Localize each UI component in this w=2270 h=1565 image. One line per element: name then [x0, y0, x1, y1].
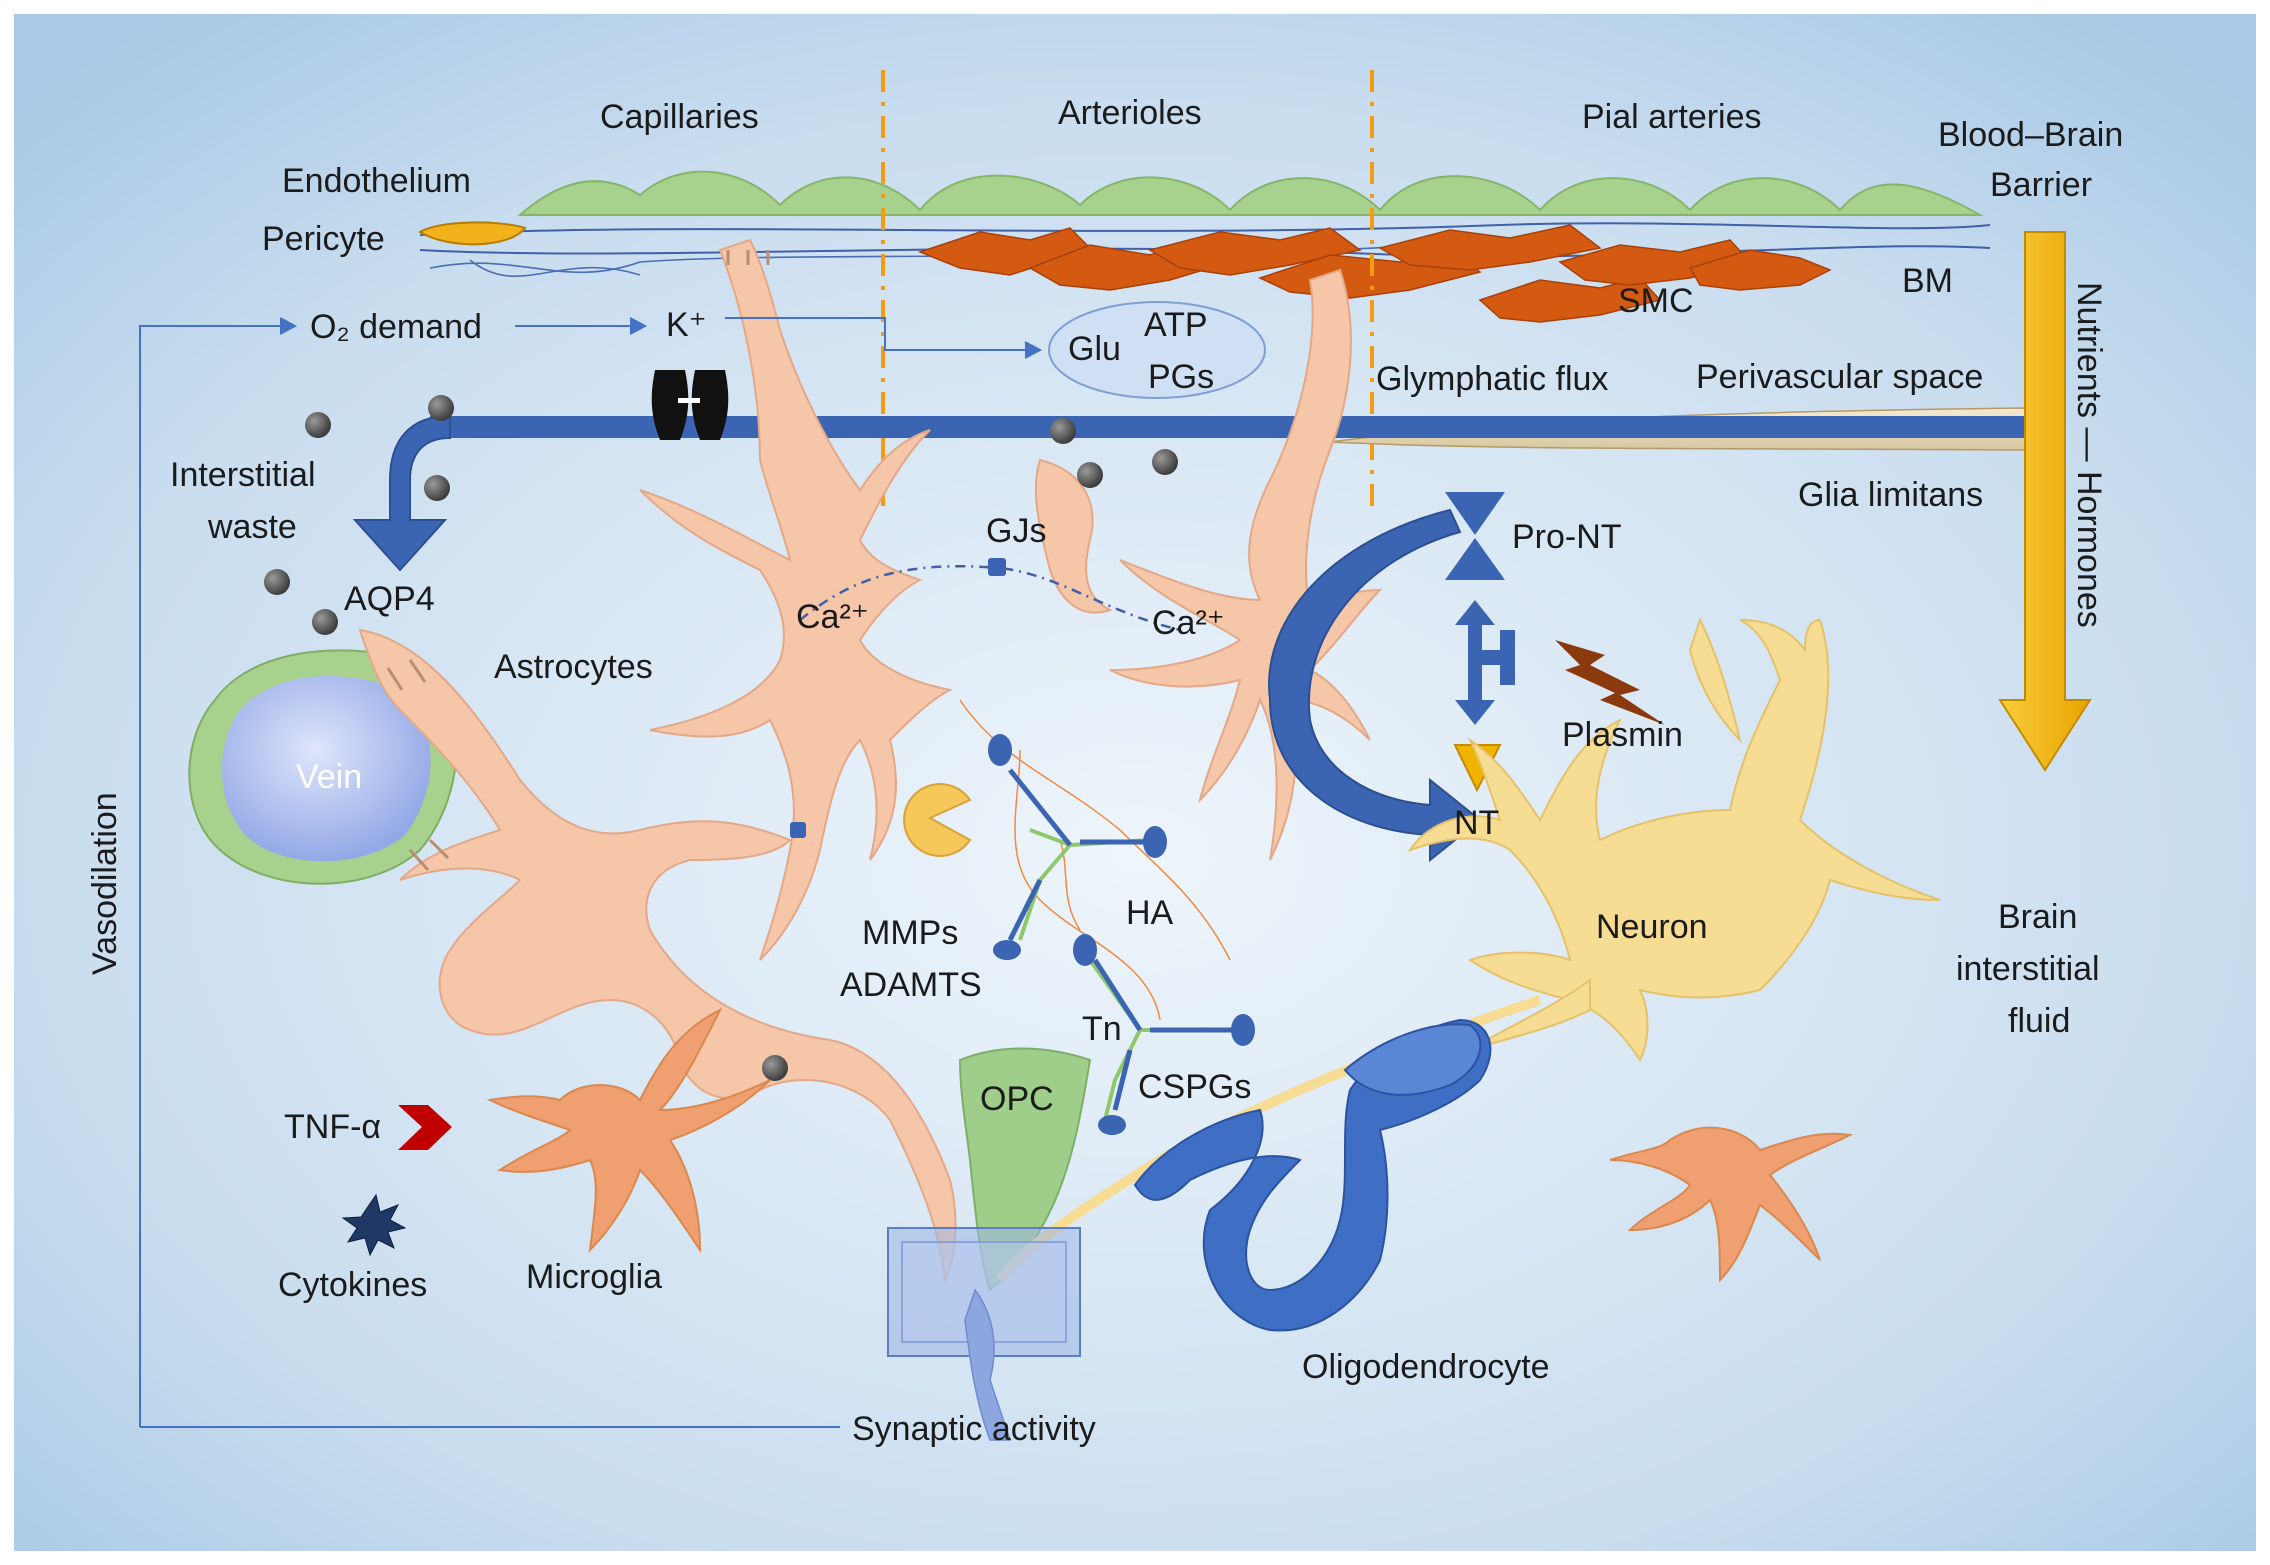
label-interstitial-1: Interstitial — [170, 456, 316, 494]
synapse-box — [887, 1227, 1081, 1441]
label-cytokines: Cytokines — [278, 1266, 427, 1304]
gap-junction-icon-lower — [790, 822, 806, 838]
label-bm: BM — [1902, 262, 1953, 300]
label-glu: Glu — [1068, 330, 1121, 368]
label-pericyte: Pericyte — [262, 220, 385, 258]
label-ca-left: Ca²⁺ — [796, 598, 869, 636]
astrocyte-cells — [358, 238, 1383, 1284]
label-glia-limitans: Glia limitans — [1798, 476, 1983, 514]
label-nt: NT — [1454, 804, 1499, 842]
label-o2-demand: O₂ demand — [310, 308, 482, 346]
labels: Capillaries Arterioles Pial arteries Blo… — [86, 94, 2123, 1448]
label-microglia: Microglia — [526, 1258, 662, 1296]
microglia-right — [1609, 1126, 1854, 1283]
region-separators — [881, 70, 1374, 510]
label-bif-2: interstitial — [1956, 950, 2100, 988]
interstitial-flow-arrow — [352, 414, 451, 572]
label-capillaries: Capillaries — [600, 98, 759, 136]
astrocyte-endfeet — [386, 250, 770, 872]
label-ca-right: Ca²⁺ — [1152, 604, 1225, 642]
signaling-lines — [139, 317, 1043, 1428]
label-bbb-1: Blood–Brain — [1938, 116, 2123, 154]
label-oligodendrocyte: Oligodendrocyte — [1302, 1348, 1550, 1386]
label-bif-1: Brain — [1998, 898, 2077, 936]
ecm-network — [959, 699, 1255, 1135]
label-cspgs: CSPGs — [1138, 1068, 1251, 1106]
label-pgs: PGs — [1148, 358, 1214, 396]
label-endothelium: Endothelium — [282, 162, 471, 200]
label-glymphatic-flux: Glymphatic flux — [1376, 360, 1608, 398]
label-astrocytes: Astrocytes — [494, 648, 653, 686]
label-pro-nt: Pro-NT — [1512, 518, 1622, 556]
label-nutrients-hormones: Nutrients — Hormones — [2070, 282, 2108, 628]
label-plasmin: Plasmin — [1562, 716, 1683, 754]
label-opc: OPC — [980, 1080, 1054, 1118]
plasmin-bolt-icon — [1555, 640, 1665, 725]
label-interstitial-2: waste — [207, 508, 297, 546]
label-vasodilation: Vasodilation — [86, 792, 124, 975]
tnf-chevron-icon — [398, 1105, 452, 1150]
label-atp: ATP — [1144, 306, 1208, 344]
label-pial-arteries: Pial arteries — [1582, 98, 1762, 136]
label-synaptic-activity: Synaptic activity — [852, 1410, 1096, 1448]
label-adamts: ADAMTS — [840, 966, 982, 1004]
label-tn: Tn — [1082, 1010, 1122, 1048]
label-bbb-2: Barrier — [1990, 166, 2092, 204]
label-ha: HA — [1126, 894, 1174, 932]
label-mmps: MMPs — [862, 914, 958, 952]
vein — [188, 649, 458, 885]
label-arterioles: Arterioles — [1058, 94, 1202, 132]
label-k-plus: K⁺ — [666, 306, 707, 344]
gliotransmitter-ellipse — [1048, 301, 1266, 399]
label-tnf: TNF-α — [284, 1108, 381, 1146]
label-gjs: GJs — [986, 512, 1046, 550]
gap-junction-icon — [988, 558, 1006, 576]
waste-particles — [264, 395, 1178, 1081]
label-aqp4: AQP4 — [344, 580, 435, 618]
mmp-pacman-icon — [903, 783, 972, 857]
label-perivascular-space: Perivascular space — [1696, 358, 1983, 396]
label-bif-3: fluid — [2008, 1002, 2070, 1040]
label-neuron: Neuron — [1596, 908, 1708, 946]
cytokine-star-icon — [341, 1193, 407, 1257]
gap-junction-path — [799, 565, 1181, 632]
potassium-channel-icon — [651, 370, 729, 440]
glymphatic-flux-bar — [430, 416, 2025, 438]
pro-nt-icon — [1445, 492, 1505, 580]
oligodendrocyte-cell — [1133, 1018, 1492, 1332]
microglia-left — [486, 1007, 771, 1254]
nutrients-hormones-arrow — [1998, 231, 2092, 772]
vessel-wall — [418, 170, 1991, 323]
label-smc: SMC — [1618, 282, 1694, 320]
label-vein: Vein — [296, 758, 362, 796]
endothelium-layer — [517, 170, 1984, 216]
pericyte — [418, 221, 527, 246]
